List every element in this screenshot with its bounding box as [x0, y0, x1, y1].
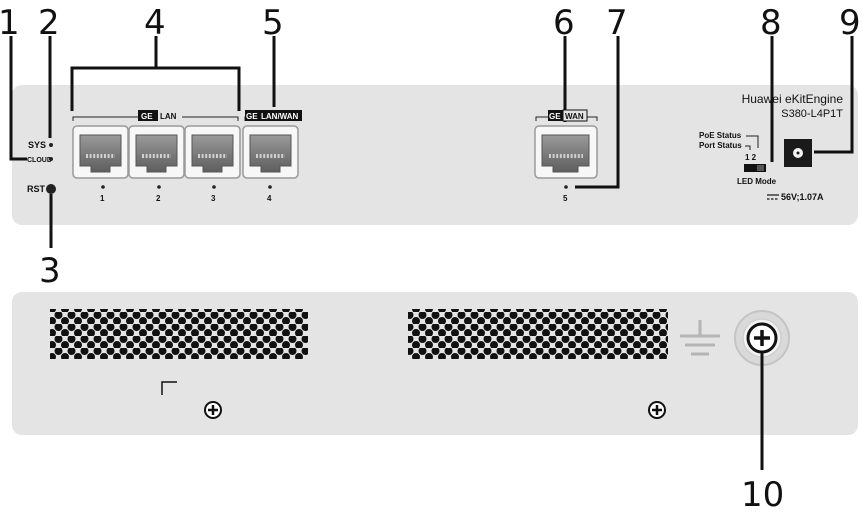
- port-number-5: 5: [563, 194, 568, 203]
- wan-name-box: [562, 109, 588, 122]
- port-led-5: [564, 185, 568, 189]
- port-number-4: 4: [267, 194, 272, 203]
- leader-line-1: [9, 36, 27, 161]
- cloud-label: CLOUD: [27, 157, 52, 164]
- port-status-line: [745, 145, 751, 150]
- callout-6: 6: [553, 3, 575, 43]
- leader-line-7: [575, 36, 620, 189]
- lanwan-tag: GE: [246, 112, 258, 121]
- vent-grille-right: [408, 309, 668, 359]
- lan-tag: GE: [141, 112, 153, 121]
- rst-label: RST: [27, 184, 46, 194]
- poe-status-label: PoE Status: [699, 131, 742, 140]
- port-number-1: 1: [100, 194, 105, 203]
- lanwan-name-box: [260, 110, 302, 121]
- wan-tag-box: [548, 110, 563, 121]
- rj45-port-5: [534, 125, 598, 179]
- port-number-3: 3: [211, 194, 216, 203]
- model-number: S380-L4P1T: [781, 108, 843, 120]
- port-led-1: [101, 185, 105, 189]
- poe-status-line: [746, 135, 759, 148]
- front-panel: [12, 85, 858, 225]
- lan-tag-box: [138, 110, 158, 121]
- port-status-label: Port Status: [699, 141, 742, 150]
- brand-name: Huawei eKitEngine: [742, 92, 844, 106]
- lan-name-box: [158, 110, 182, 121]
- rj45-port-1: [72, 125, 129, 179]
- wan-tag: GE: [549, 112, 561, 121]
- callout-1: 1: [0, 3, 20, 43]
- rj45-port-4: [242, 125, 299, 179]
- port-number-2: 2: [156, 194, 161, 203]
- vent-grille-left: [50, 309, 308, 359]
- port-led-3: [212, 185, 216, 189]
- lan-name: LAN: [160, 112, 177, 121]
- callout-3: 3: [39, 251, 61, 291]
- switch-positions: 1 2: [745, 153, 757, 162]
- ground-symbol-icon: [680, 320, 720, 356]
- lanwan-tag-box: [245, 110, 260, 121]
- cloud-led: [49, 157, 53, 161]
- wan-name: WAN: [565, 112, 584, 121]
- callout-9: 9: [839, 3, 861, 43]
- port-led-4: [268, 185, 272, 189]
- power-rating: 56V;1.07A: [781, 192, 824, 202]
- rj45-port-2: [128, 125, 185, 179]
- sys-label: SYS: [28, 140, 46, 150]
- screw-left-icon: [204, 401, 222, 419]
- ground-screw-icon: [734, 310, 790, 366]
- rj45-port-3: [184, 125, 241, 179]
- callout-5: 5: [262, 3, 284, 43]
- callout-2: 2: [38, 3, 60, 43]
- reset-button: [46, 184, 56, 194]
- callout-8: 8: [760, 3, 782, 43]
- power-jack-pin-center: [796, 151, 800, 155]
- leader-line-9: [814, 36, 854, 154]
- bracket-4: [70, 66, 241, 111]
- callout-7: 7: [606, 3, 628, 43]
- port-led-2: [157, 185, 161, 189]
- callout-4: 4: [144, 3, 166, 43]
- led-mode-switch: [744, 164, 766, 172]
- corner-mark: [161, 381, 177, 395]
- sys-led: [49, 143, 53, 147]
- callout-10: 10: [741, 475, 784, 515]
- screw-right-icon: [648, 401, 666, 419]
- led-mode-switch-knob: [757, 165, 764, 171]
- lanwan-name: LAN/WAN: [261, 112, 299, 121]
- led-mode-label: LED Mode: [737, 177, 777, 186]
